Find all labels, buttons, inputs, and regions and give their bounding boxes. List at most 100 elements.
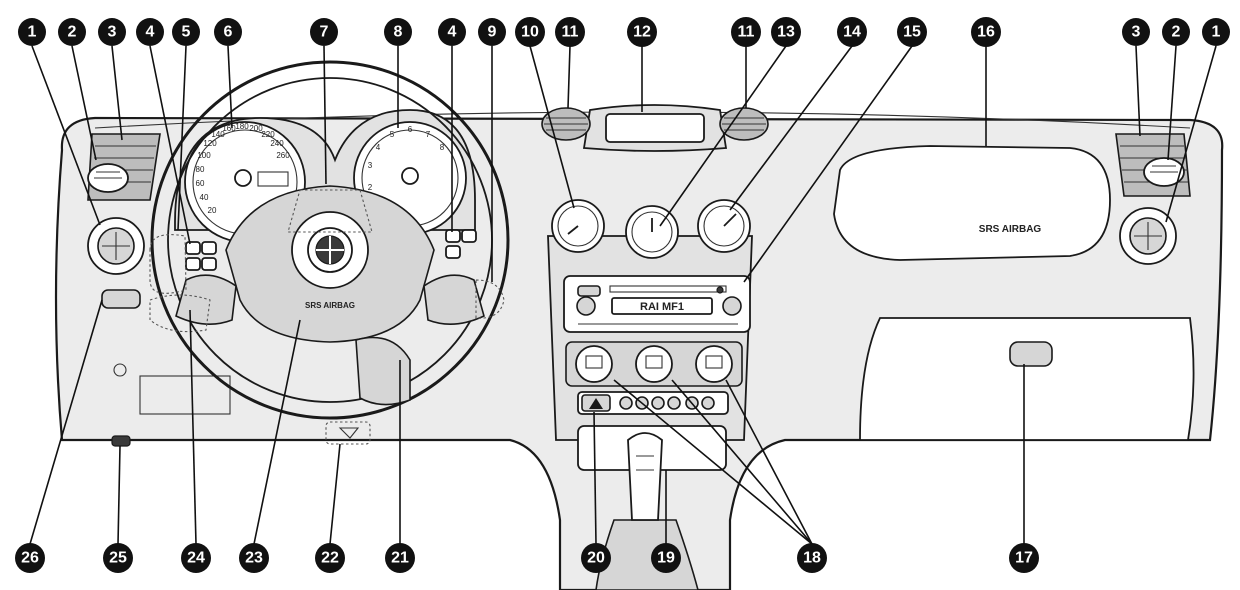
svg-text:1: 1 [28, 24, 37, 41]
callout-15: 15 [897, 17, 927, 47]
callout-3-left: 3 [98, 18, 126, 46]
speedo-tick-160: 160 [222, 124, 236, 133]
callout-17: 17 [1009, 543, 1039, 573]
svg-text:22: 22 [321, 550, 339, 567]
svg-text:8: 8 [394, 24, 403, 41]
climate-controls [566, 342, 742, 386]
callout-13: 13 [771, 17, 801, 47]
auxiliary-gauge-left [552, 200, 604, 252]
svg-text:3: 3 [108, 24, 117, 41]
svg-text:11: 11 [562, 24, 579, 41]
callout-10: 10 [515, 17, 545, 47]
speedo-tick-60: 60 [196, 179, 205, 188]
speedo-tick-180: 180 [235, 122, 249, 131]
tacho-tick-7: 7 [426, 130, 431, 139]
bonnet-release [112, 436, 130, 446]
svg-text:24: 24 [187, 550, 205, 567]
callout-12: 12 [627, 17, 657, 47]
radio-display-text: RAI MF1 [640, 301, 684, 313]
svg-text:17: 17 [1015, 550, 1033, 567]
left-lower-switch [102, 290, 140, 308]
speedo-tick-40: 40 [200, 193, 209, 202]
speedo-tick-220: 220 [261, 130, 275, 139]
tacho-tick-2: 2 [368, 183, 373, 192]
centre-left-vent [542, 108, 590, 140]
speedo-tick-20: 20 [208, 206, 217, 215]
svg-text:1: 1 [1212, 24, 1221, 41]
svg-text:7: 7 [320, 24, 329, 41]
callout-18: 18 [797, 543, 827, 573]
tacho-tick-8: 8 [440, 143, 445, 152]
speedo-tick-100: 100 [197, 151, 211, 160]
svg-text:18: 18 [803, 550, 821, 567]
callout-5: 5 [172, 18, 200, 46]
callout-19: 19 [651, 543, 681, 573]
callout-22: 22 [315, 543, 345, 573]
left-side-vent [88, 134, 160, 200]
callout-2-left: 2 [58, 18, 86, 46]
svg-text:23: 23 [245, 550, 263, 567]
auxiliary-gauge-right [698, 200, 750, 252]
svg-text:9: 9 [488, 24, 497, 41]
svg-text:5: 5 [182, 24, 191, 41]
svg-text:19: 19 [657, 550, 675, 567]
svg-text:10: 10 [521, 24, 539, 41]
callout-21: 21 [385, 543, 415, 573]
svg-text:4: 4 [146, 24, 155, 41]
callout-23: 23 [239, 543, 269, 573]
right-side-vent [1116, 134, 1190, 196]
centre-right-vent [720, 108, 768, 140]
callout-9: 9 [478, 18, 506, 46]
svg-text:12: 12 [633, 24, 651, 41]
passenger-airbag-label: SRS AIRBAG [979, 224, 1042, 235]
tacho-tick-5: 5 [390, 130, 395, 139]
callout-2-right: 2 [1162, 18, 1190, 46]
callout-11-right: 11 [731, 17, 761, 47]
speedo-tick-260: 260 [276, 151, 290, 160]
callout-4-right: 4 [438, 18, 466, 46]
callout-1-right: 1 [1202, 18, 1230, 46]
central-display-unit [584, 105, 726, 151]
svg-text:4: 4 [448, 24, 457, 41]
steering-airbag-label: SRS AIRBAG [305, 301, 355, 310]
speedo-tick-120: 120 [203, 139, 217, 148]
callout-6: 6 [214, 18, 242, 46]
tacho-tick-4: 4 [376, 143, 381, 152]
hazard-switch-row [578, 392, 728, 414]
speedo-tick-240: 240 [270, 139, 284, 148]
callout-8: 8 [384, 18, 412, 46]
svg-text:15: 15 [903, 24, 921, 41]
tacho-tick-3: 3 [368, 161, 373, 170]
svg-text:16: 16 [977, 24, 995, 41]
svg-text:21: 21 [391, 550, 409, 567]
callout-25: 25 [103, 543, 133, 573]
svg-text:11: 11 [738, 24, 755, 41]
svg-text:2: 2 [68, 24, 77, 41]
left-round-vent [88, 218, 144, 274]
svg-text:25: 25 [109, 550, 127, 567]
callout-11-left: 11 [555, 17, 585, 47]
callout-16: 16 [971, 17, 1001, 47]
callout-20: 20 [581, 543, 611, 573]
passenger-airbag-panel: SRS AIRBAG [834, 146, 1110, 260]
svg-text:26: 26 [21, 550, 39, 567]
auxiliary-gauge-centre [626, 206, 678, 258]
svg-text:2: 2 [1172, 24, 1181, 41]
tacho-tick-6: 6 [408, 125, 413, 134]
callout-7: 7 [310, 18, 338, 46]
svg-text:6: 6 [224, 24, 233, 41]
svg-text:13: 13 [777, 24, 795, 41]
callout-14: 14 [837, 17, 867, 47]
speedo-tick-80: 80 [196, 165, 205, 174]
svg-text:3: 3 [1132, 24, 1141, 41]
svg-text:20: 20 [587, 550, 605, 567]
svg-text:14: 14 [843, 24, 861, 41]
callout-badges-top: 1 2 3 4 5 6 7 8 4 9 10 11 12 11 13 14 15… [18, 17, 1230, 47]
glove-box [860, 318, 1194, 440]
radio-unit: RAI MF1 [564, 276, 750, 332]
callout-3-right: 3 [1122, 18, 1150, 46]
callout-badges-bottom: 26 25 24 23 22 21 20 19 18 17 [15, 543, 1039, 573]
callout-1-left: 1 [18, 18, 46, 46]
callout-4-left: 4 [136, 18, 164, 46]
